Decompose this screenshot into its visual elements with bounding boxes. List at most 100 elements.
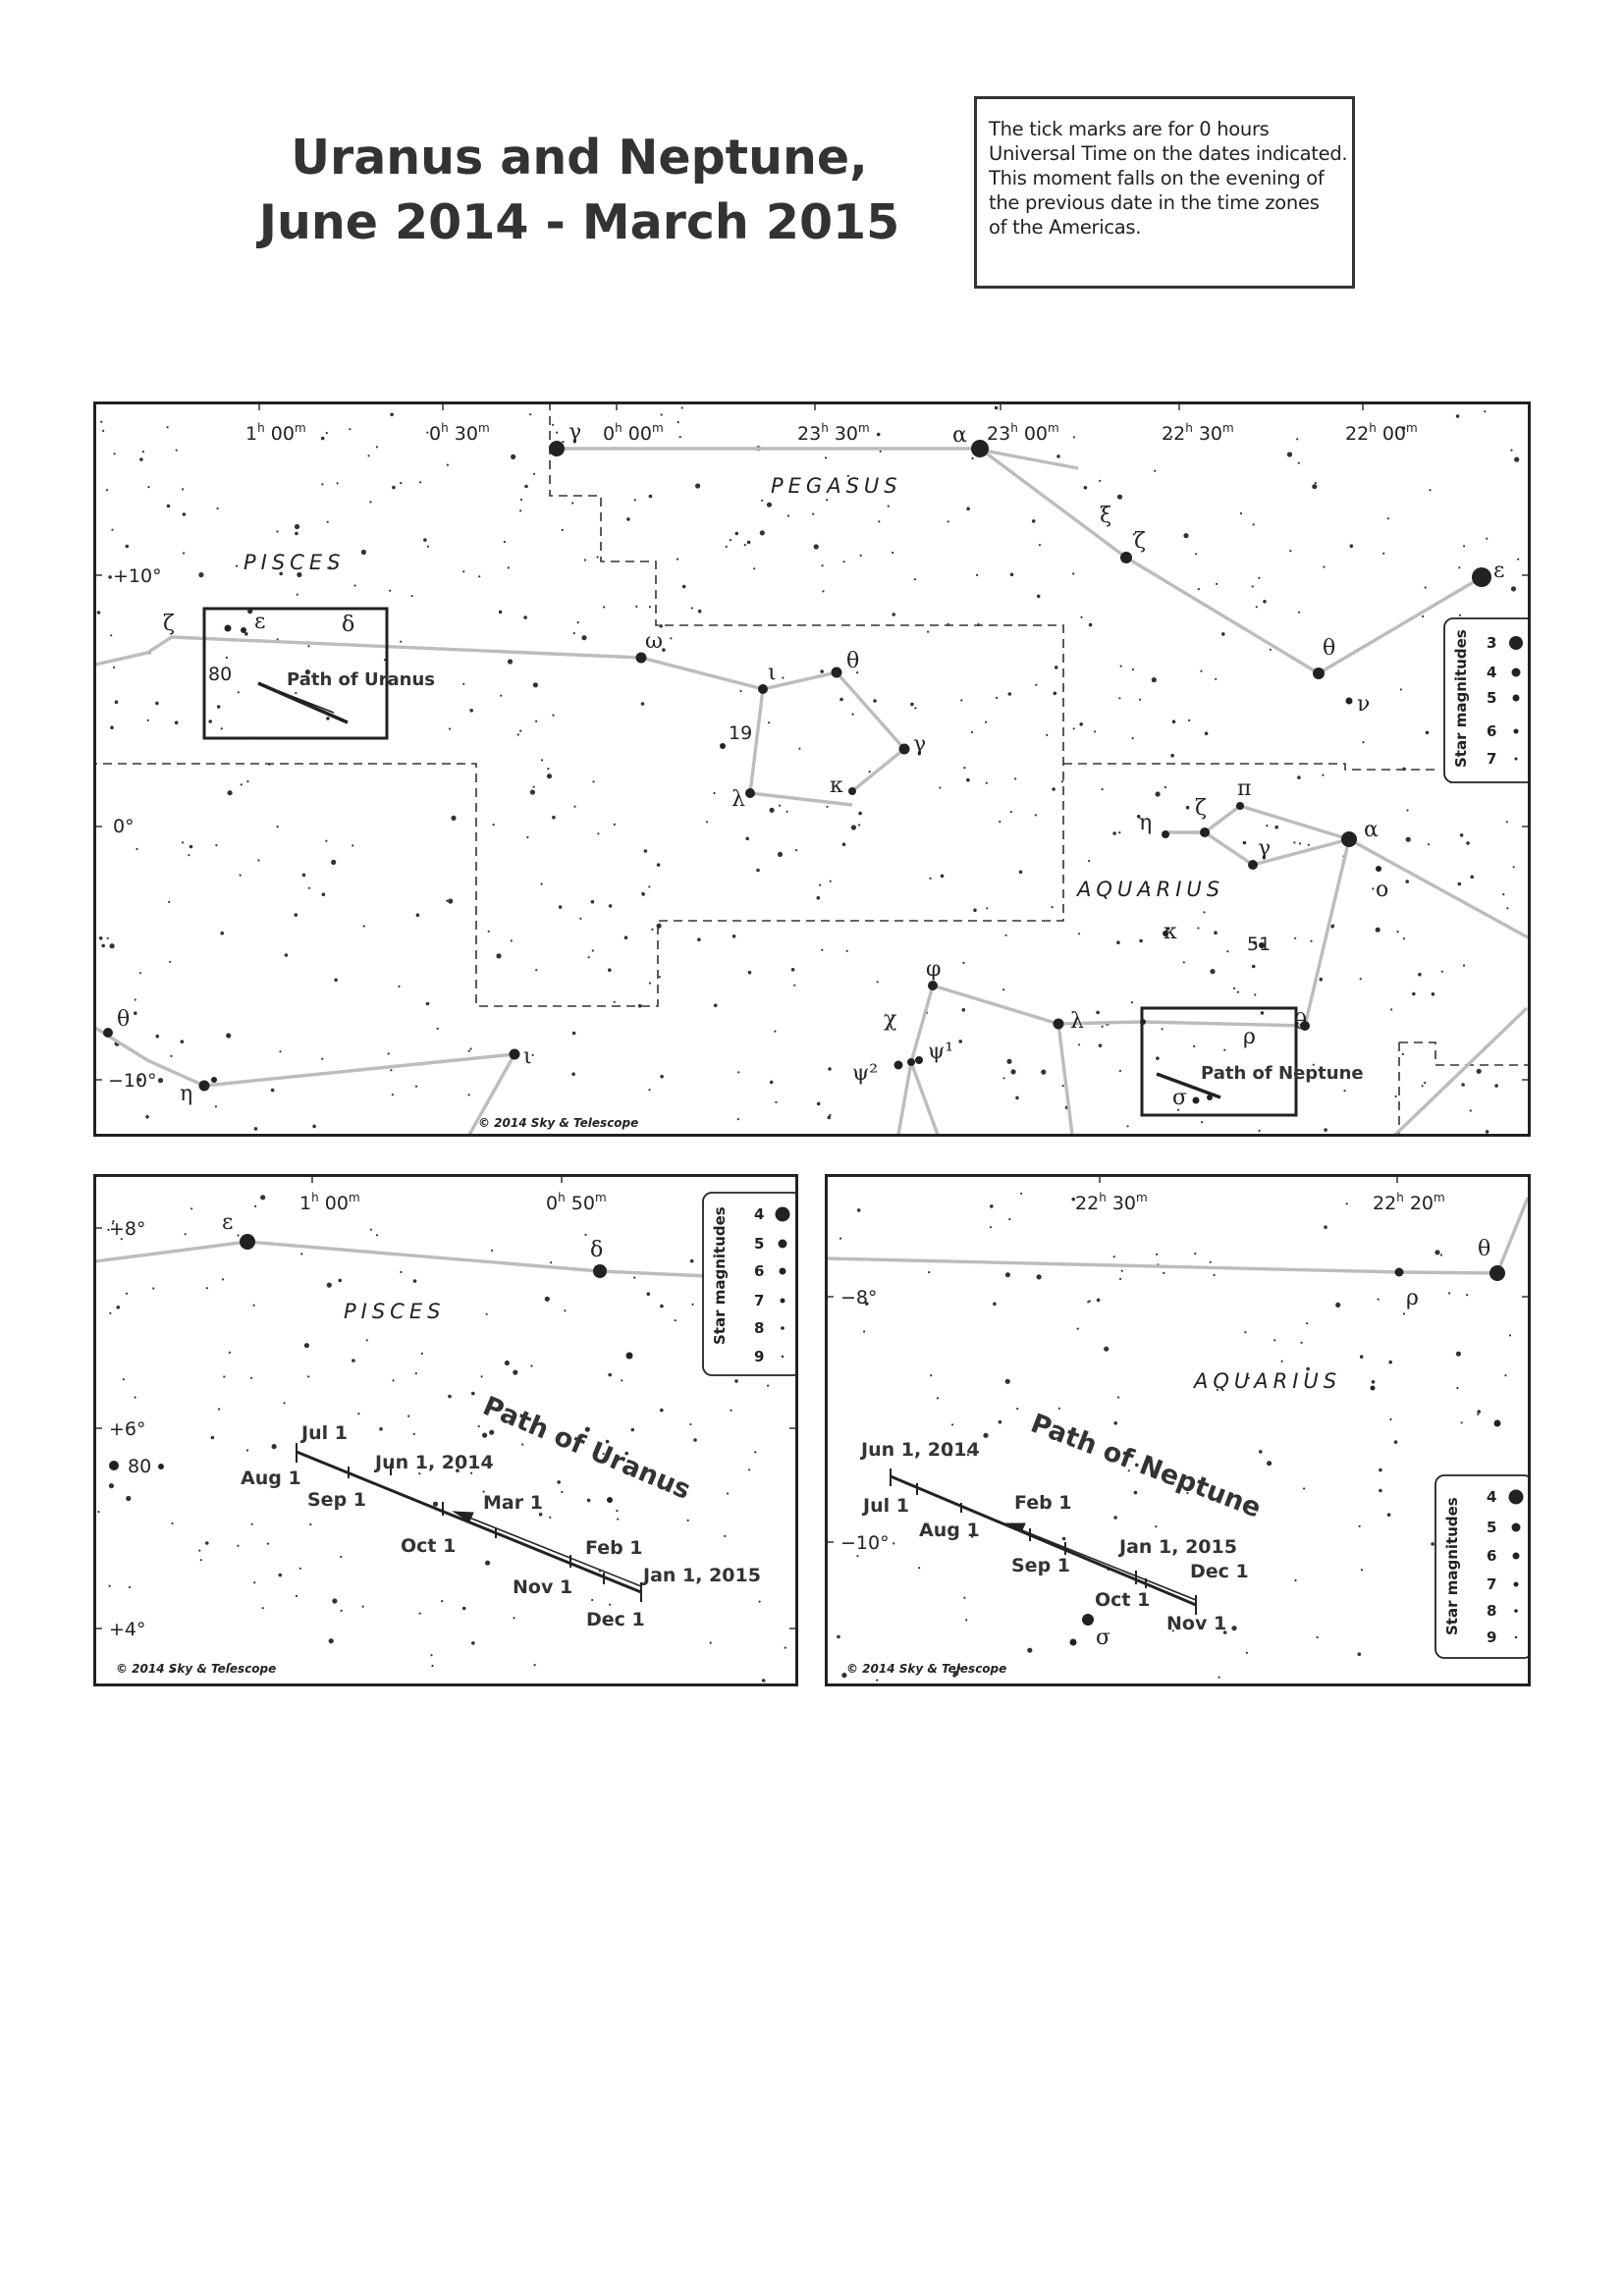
faint-star bbox=[947, 1452, 952, 1457]
ra-label-22h00: 22h 00m bbox=[1345, 421, 1418, 445]
faint-star bbox=[1405, 836, 1411, 842]
label-iota-cet: ι bbox=[523, 1044, 532, 1069]
legend-n-mag8: 8 bbox=[1487, 1602, 1496, 1620]
faint-star bbox=[695, 483, 701, 489]
faint-star bbox=[686, 1519, 689, 1522]
faint-star bbox=[754, 1451, 757, 1454]
faint-star bbox=[876, 432, 881, 437]
faint-star bbox=[392, 485, 396, 490]
faint-star bbox=[827, 1115, 832, 1120]
star-labels: γ α ξ ζ ε θ ν ζ ε δ 80 ω ι θ 19 γ λ κ η … bbox=[117, 420, 1504, 1110]
faint-star bbox=[1502, 893, 1505, 896]
faint-star bbox=[1458, 614, 1462, 616]
faint-star bbox=[1170, 753, 1174, 758]
faint-star bbox=[250, 1376, 253, 1379]
faint-star bbox=[226, 1033, 232, 1039]
faint-star bbox=[155, 1034, 160, 1039]
faint-star bbox=[1236, 990, 1240, 993]
faint-star bbox=[1077, 1043, 1081, 1046]
faint-star bbox=[1435, 1250, 1440, 1255]
faint-star bbox=[676, 558, 679, 561]
faint-star bbox=[513, 1617, 515, 1620]
faint-star bbox=[328, 1638, 334, 1644]
faint-star bbox=[367, 454, 370, 457]
faint-star bbox=[970, 730, 974, 734]
faint-star bbox=[693, 1438, 697, 1442]
faint-star bbox=[951, 1423, 954, 1426]
faint-star bbox=[1424, 586, 1427, 589]
faint-star bbox=[125, 1292, 129, 1295]
faint-star bbox=[1357, 1652, 1362, 1656]
faint-star bbox=[1006, 1058, 1012, 1064]
faint-star bbox=[1293, 841, 1296, 844]
faint-star bbox=[633, 499, 636, 502]
legend-mag-7: 7 bbox=[1487, 750, 1496, 768]
faint-star bbox=[785, 810, 788, 813]
faint-star bbox=[236, 564, 239, 567]
faint-star bbox=[1251, 585, 1254, 588]
faint-star bbox=[966, 507, 970, 511]
faint-star bbox=[101, 943, 105, 948]
page-title: Uranus and Neptune, June 2014 - March 20… bbox=[196, 126, 962, 255]
ra-label-u-1h00: 1h 00m bbox=[299, 1191, 360, 1214]
faint-star bbox=[826, 805, 829, 808]
note-line-1: The tick marks are for 0 hours bbox=[989, 118, 1270, 140]
faint-star bbox=[110, 725, 114, 729]
faint-star bbox=[365, 1339, 368, 1342]
neptune-region-box: Path of Neptune bbox=[1140, 1006, 1364, 1117]
faint-star bbox=[865, 1302, 869, 1306]
faint-star bbox=[145, 1115, 149, 1119]
faint-star bbox=[1458, 566, 1461, 569]
faint-star bbox=[296, 593, 298, 596]
ra-label-22h30: 22h 30m bbox=[1162, 421, 1234, 445]
faint-star bbox=[400, 1270, 403, 1273]
faint-star bbox=[1323, 565, 1326, 568]
faint-star bbox=[584, 1426, 590, 1432]
faint-star bbox=[519, 509, 522, 512]
faint-star bbox=[485, 1312, 488, 1315]
faint-star bbox=[128, 1585, 132, 1589]
faint-star bbox=[546, 774, 553, 779]
faint-star bbox=[229, 1662, 232, 1665]
faint-star bbox=[1002, 988, 1005, 991]
faint-star bbox=[816, 895, 821, 900]
faint-star bbox=[97, 1511, 100, 1514]
faint-star bbox=[734, 531, 739, 536]
faint-star bbox=[551, 423, 555, 426]
faint-star bbox=[963, 767, 966, 770]
faint-star bbox=[1222, 1630, 1227, 1634]
dec-label-u-plus8: +8° bbox=[109, 1218, 146, 1240]
faint-star bbox=[283, 1402, 286, 1405]
faint-star bbox=[132, 1425, 135, 1428]
faint-star bbox=[571, 1072, 575, 1076]
faint-star bbox=[561, 1490, 564, 1494]
faint-star bbox=[1018, 870, 1023, 875]
faint-star bbox=[624, 1451, 628, 1456]
faint-star bbox=[798, 747, 801, 750]
faint-star bbox=[748, 1468, 751, 1471]
neptune-path bbox=[890, 1468, 1197, 1615]
faint-star bbox=[1054, 666, 1058, 669]
faint-star bbox=[858, 811, 862, 816]
faint-star bbox=[340, 1555, 343, 1559]
faint-star bbox=[1379, 1488, 1382, 1493]
faint-star bbox=[549, 1516, 552, 1519]
faint-star bbox=[1117, 1396, 1120, 1399]
faint-star bbox=[532, 785, 535, 788]
faint-star bbox=[1456, 1387, 1459, 1390]
faint-star bbox=[300, 1253, 303, 1255]
faint-star bbox=[1036, 594, 1041, 599]
date-dec1-u: Dec 1 bbox=[586, 1609, 645, 1630]
faint-star bbox=[648, 606, 652, 609]
faint-star bbox=[135, 847, 138, 851]
faint-star bbox=[1429, 489, 1432, 492]
faint-star bbox=[713, 791, 716, 795]
faint-star bbox=[729, 539, 732, 542]
label-gamma-peg: γ bbox=[568, 420, 581, 445]
faint-star bbox=[170, 1054, 173, 1057]
date-oct1-u: Oct 1 bbox=[401, 1535, 456, 1557]
faint-star bbox=[208, 720, 212, 723]
faint-star bbox=[1459, 833, 1464, 837]
faint-star bbox=[113, 453, 116, 455]
date-jan1-2015-u: Jan 1, 2015 bbox=[641, 1565, 761, 1586]
